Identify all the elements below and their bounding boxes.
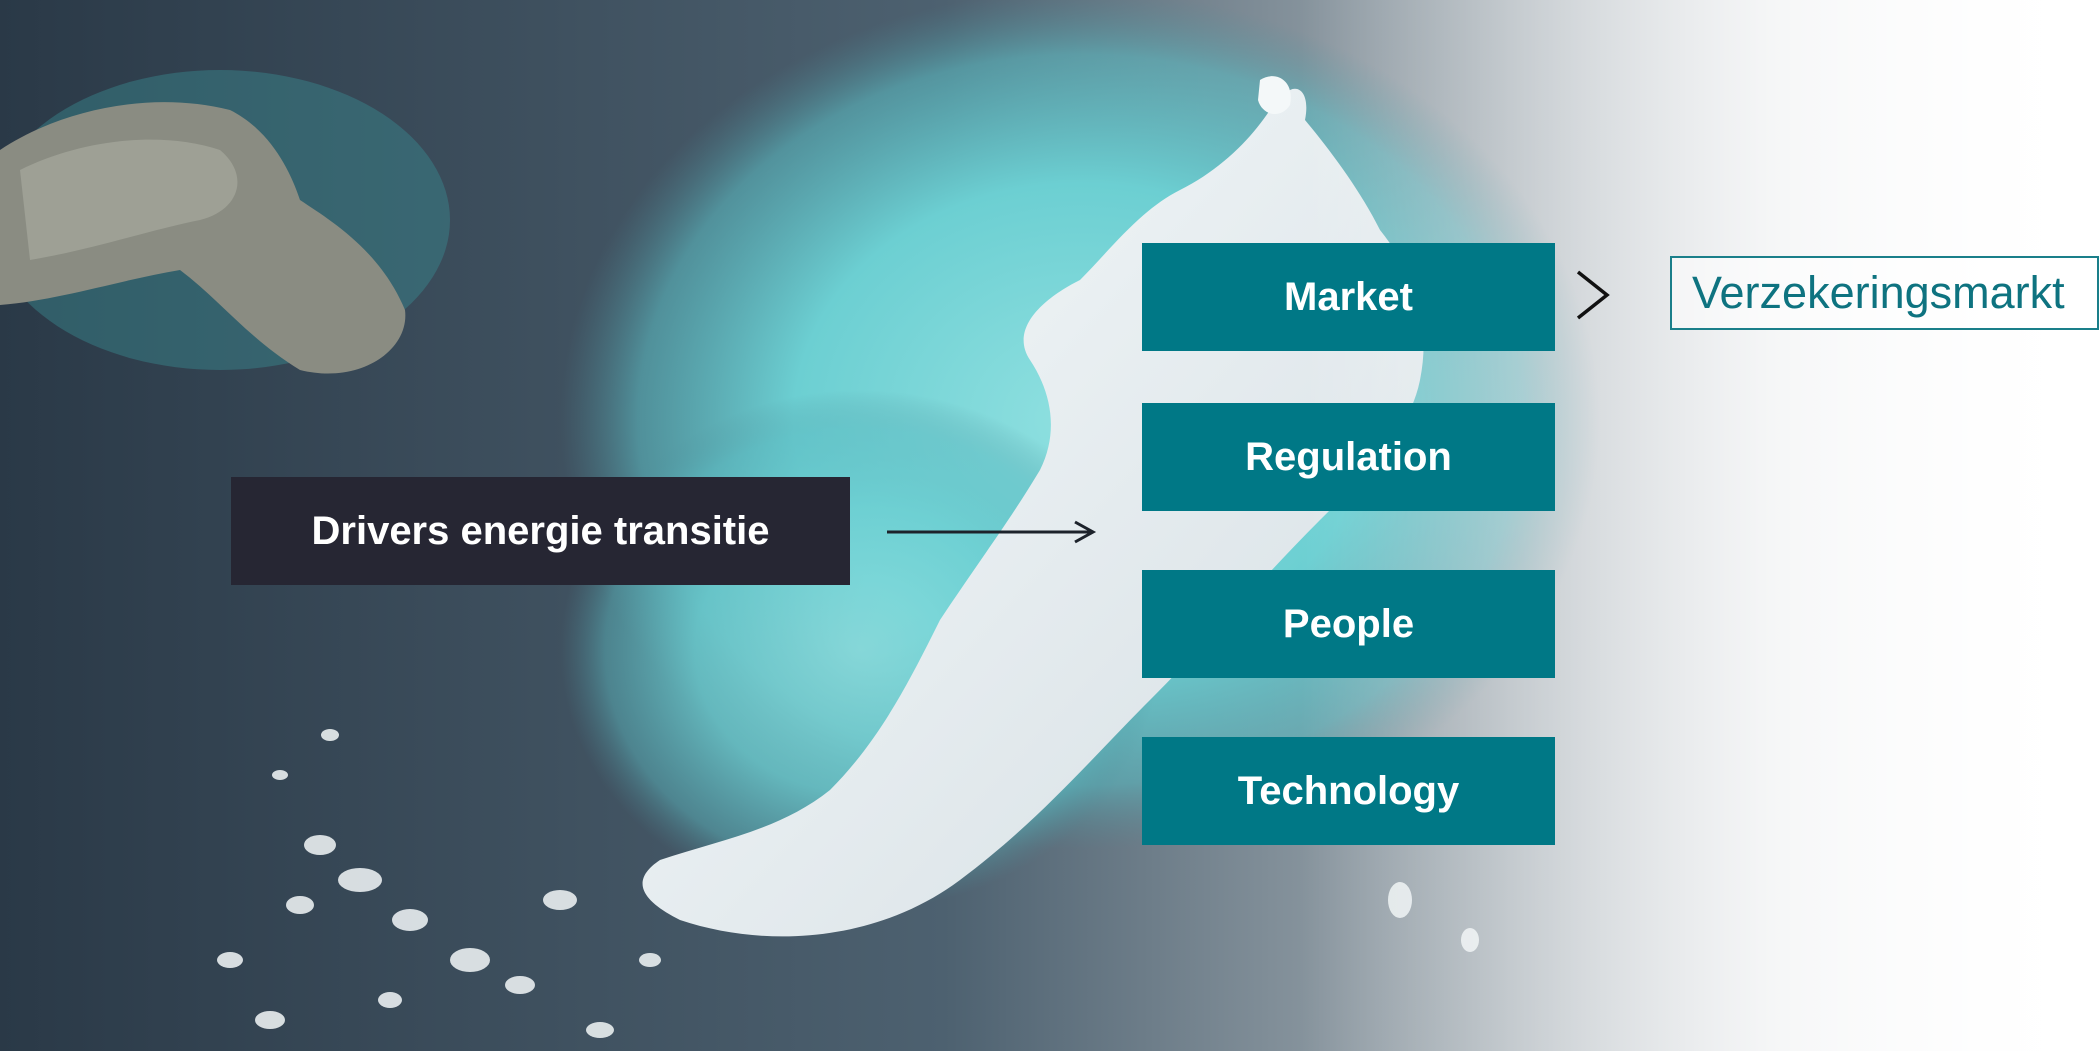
verzekeringsmarkt-box: Verzekeringsmarkt	[1670, 256, 2099, 330]
market-label: Market	[1284, 274, 1413, 319]
people-box: People	[1142, 570, 1555, 678]
people-label: People	[1282, 601, 1415, 646]
technology-label: Technology	[1237, 768, 1460, 813]
regulation-label: Regulation	[1245, 434, 1452, 479]
regulation-box: Regulation	[1142, 403, 1555, 511]
verzekeringsmarkt-label: Verzekeringsmarkt	[1692, 267, 2065, 318]
technology-box: Technology	[1142, 737, 1555, 845]
drivers-energie-transitie-label: Drivers energie transitie	[311, 508, 770, 553]
drivers-energie-transitie-box: Drivers energie transitie	[231, 477, 850, 585]
market-box: Market	[1142, 243, 1555, 351]
